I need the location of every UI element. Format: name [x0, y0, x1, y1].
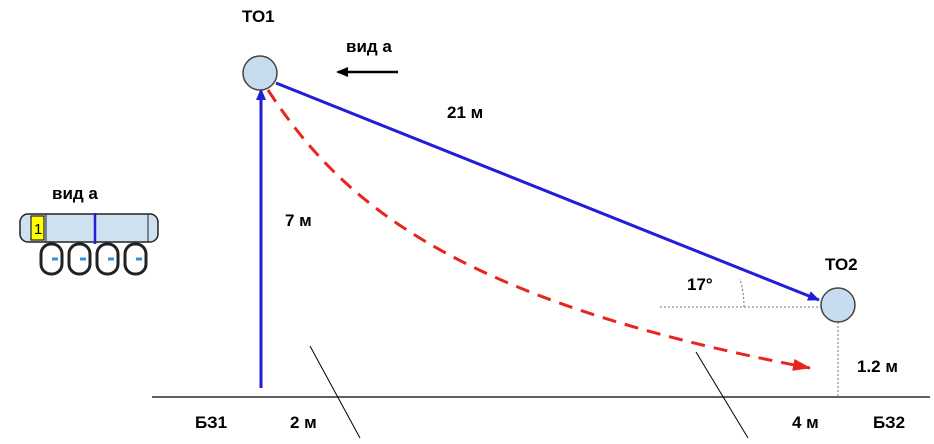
view-label-side: вид а — [52, 184, 98, 203]
angle-label: 17° — [687, 275, 713, 294]
diagonal-length-label: 21 м — [447, 103, 483, 122]
distance-label-right: 4 м — [792, 413, 819, 432]
vertical-length-label: 7 м — [285, 211, 312, 230]
device-tag-label: 1 — [34, 221, 42, 238]
node-label-to2: ТО2 — [825, 255, 858, 274]
view-label-main: вид а — [346, 37, 392, 56]
sag-path-arrow — [266, 89, 811, 371]
height-label: 1.2 м — [857, 357, 898, 376]
distance-label-left: 2 м — [290, 413, 317, 432]
hatch-left — [309, 345, 361, 439]
base-label-right: БЗ2 — [873, 413, 905, 432]
diagonal-rope-arrow — [275, 81, 820, 302]
base-label-left: БЗ1 — [195, 413, 227, 432]
node-to2 — [820, 287, 856, 323]
angle-arc — [739, 278, 745, 308]
carabiner-icon — [39, 242, 148, 276]
node-label-to1: ТО1 — [242, 7, 275, 26]
hatch-right — [695, 351, 749, 439]
node-to1 — [242, 55, 278, 91]
pulley-block-icon — [19, 213, 159, 276]
